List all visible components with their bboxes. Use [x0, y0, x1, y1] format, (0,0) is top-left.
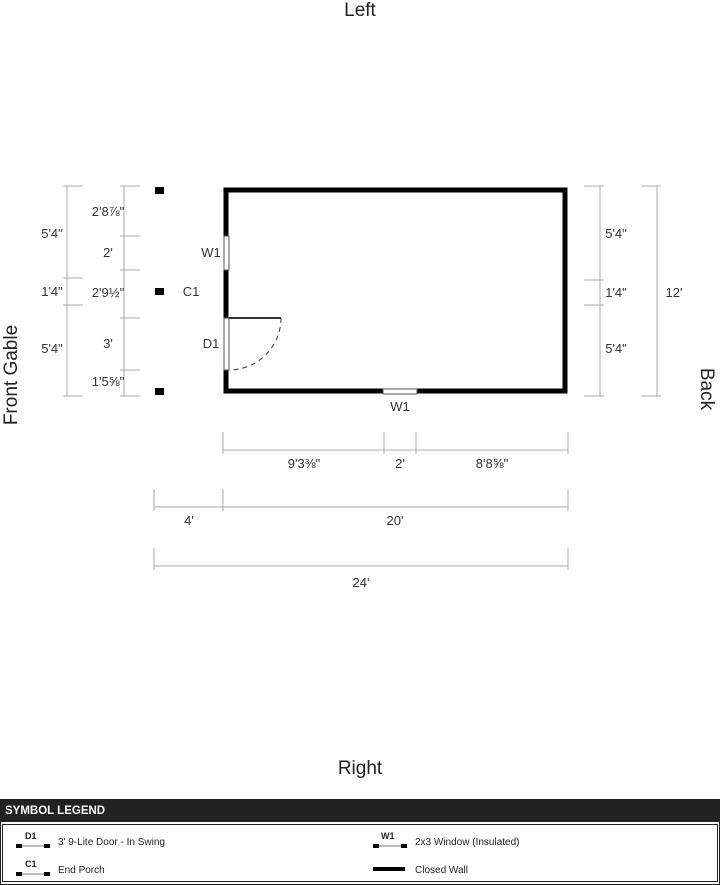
- legend-label: 3' 9-Lite Door - In Swing: [58, 837, 165, 848]
- dim-bottom: 4': [184, 513, 194, 528]
- dim-left-inner: 2'9½": [92, 285, 125, 300]
- dim-bottom: 8'8⅝": [476, 456, 509, 471]
- door-symbol-icon: [16, 844, 50, 848]
- dim-bottom: 2': [395, 456, 405, 471]
- door-opening: [223, 317, 230, 371]
- label-porch: C1: [183, 284, 200, 299]
- shed-walls: [223, 187, 568, 394]
- label-window-left: W1: [201, 245, 221, 260]
- side-label-left: Left: [344, 0, 376, 21]
- dim-bottom: 20': [387, 513, 404, 528]
- legend-symbol-code: W1: [381, 831, 395, 841]
- legend-label: End Porch: [58, 865, 105, 876]
- symbol-legend: SYMBOL LEGEND D1 3' 9-Lite Door - In Swi…: [0, 799, 720, 885]
- porch-symbol-icon: [16, 872, 50, 876]
- porch-post: [155, 187, 164, 194]
- window-symbol-icon: [373, 844, 407, 848]
- dim-bottom: 9'3⅜": [288, 456, 321, 471]
- dim-right-total: 12': [666, 285, 683, 300]
- legend-label: Closed Wall: [415, 865, 468, 876]
- legend-symbol-code: C1: [25, 859, 37, 869]
- dim-left-inner: 1'5⅝": [92, 374, 125, 389]
- dim-left-inner: 3': [103, 336, 113, 351]
- legend-body: D1 3' 9-Lite Door - In Swing C1 End Porc…: [2, 824, 718, 882]
- window-left: [223, 235, 230, 271]
- porch-post: [155, 388, 164, 395]
- dim-right: 5'4": [605, 226, 627, 241]
- label-door: D1: [203, 336, 220, 351]
- dim-right: 1'4": [605, 285, 627, 300]
- dimension-lines: [63, 185, 661, 570]
- door-swing-arc: [228, 317, 282, 371]
- dim-left-outer: 5'4": [41, 341, 63, 356]
- side-label-right: Right: [337, 758, 383, 779]
- dim-left-outer: 5'4": [41, 226, 63, 241]
- dim-left-inner: 2'8⅞": [92, 204, 125, 219]
- dim-left-outer: 1'4": [41, 284, 63, 299]
- legend-label: 2x3 Window (Insulated): [415, 837, 520, 848]
- legend-symbol-code: D1: [25, 831, 37, 841]
- legend-title: SYMBOL LEGEND: [1, 800, 719, 822]
- label-window-bottom: W1: [390, 399, 410, 414]
- dim-bottom-total: 24': [353, 575, 370, 590]
- closed-wall-icon: [373, 867, 405, 871]
- floor-plan: 5'4" 1'4" 5'4" 2'8⅞" 2' 2'9½" 3' 1'5⅝" 5…: [41, 185, 683, 590]
- window-bottom: [382, 388, 418, 395]
- dim-left-inner: 2': [103, 245, 113, 260]
- porch-post: [155, 288, 164, 295]
- dim-right: 5'4": [605, 341, 627, 356]
